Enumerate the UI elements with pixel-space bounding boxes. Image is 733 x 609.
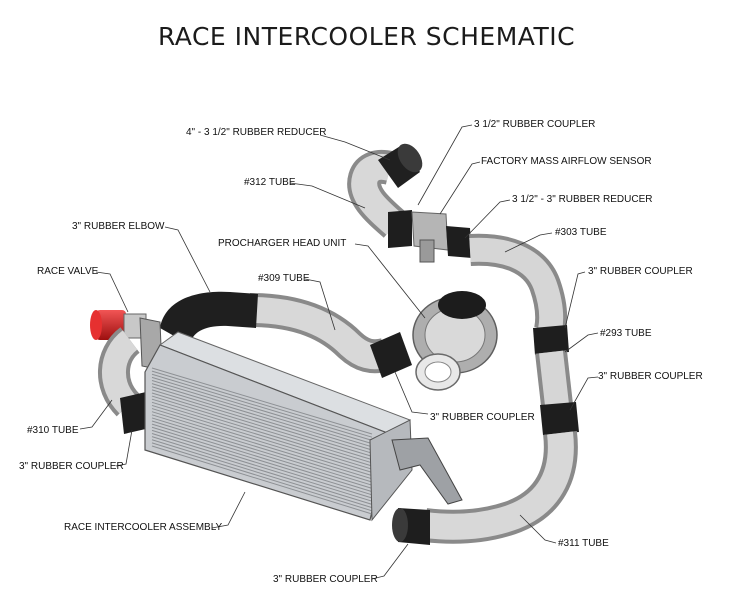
label-coupler-right-upper: 3" RUBBER COUPLER	[588, 266, 693, 277]
tube-303	[469, 233, 568, 334]
label-coupler-head: 3" RUBBER COUPLER	[430, 412, 535, 423]
rubber-coupler-head	[370, 332, 412, 378]
rubber-reducer-4-35	[378, 143, 423, 188]
rubber-coupler-left	[120, 392, 150, 434]
rubber-coupler-right-lower	[540, 402, 579, 435]
rubber-coupler-bottom	[392, 508, 430, 545]
label-tube-309: #309 TUBE	[258, 273, 310, 284]
tube-311	[422, 430, 578, 544]
label-race-valve: RACE VALVE	[37, 266, 99, 277]
label-tube-293: #293 TUBE	[600, 328, 652, 339]
label-tube-312: #312 TUBE	[244, 177, 296, 188]
tube-312	[347, 149, 407, 238]
label-tube-310: #310 TUBE	[27, 425, 79, 436]
tube-309	[249, 293, 389, 374]
label-reducer-4-35: 4" - 3 1/2" RUBBER REDUCER	[186, 127, 327, 138]
label-coupler-left: 3" RUBBER COUPLER	[19, 461, 124, 472]
rubber-elbow-3	[160, 291, 258, 345]
rubber-coupler-right-upper	[533, 325, 569, 355]
label-coupler-right-lower: 3" RUBBER COUPLER	[598, 371, 703, 382]
label-maf-sensor: FACTORY MASS AIRFLOW SENSOR	[481, 156, 652, 167]
maf-sensor-assembly	[388, 210, 472, 263]
procharger-head-unit	[412, 291, 498, 391]
leader-lines	[79, 124, 599, 580]
diagram-title: RACE INTERCOOLER SCHEMATIC	[157, 22, 576, 51]
label-tube-311: #311 TUBE	[558, 538, 609, 549]
tube-310	[98, 327, 141, 417]
label-tube-303: #303 TUBE	[555, 227, 607, 238]
label-intercooler-assembly: RACE INTERCOOLER ASSEMBLY	[64, 522, 223, 533]
label-elbow-3: 3" RUBBER ELBOW	[72, 221, 165, 232]
label-procharger-head: PROCHARGER HEAD UNIT	[218, 238, 347, 249]
label-coupler-bottom: 3" RUBBER COUPLER	[273, 574, 378, 585]
label-reducer-35-3: 3 1/2" - 3" RUBBER REDUCER	[512, 194, 653, 205]
label-coupler-35: 3 1/2" RUBBER COUPLER	[474, 119, 596, 130]
tube-293	[535, 350, 573, 407]
intercooler-assembly	[144, 331, 463, 522]
